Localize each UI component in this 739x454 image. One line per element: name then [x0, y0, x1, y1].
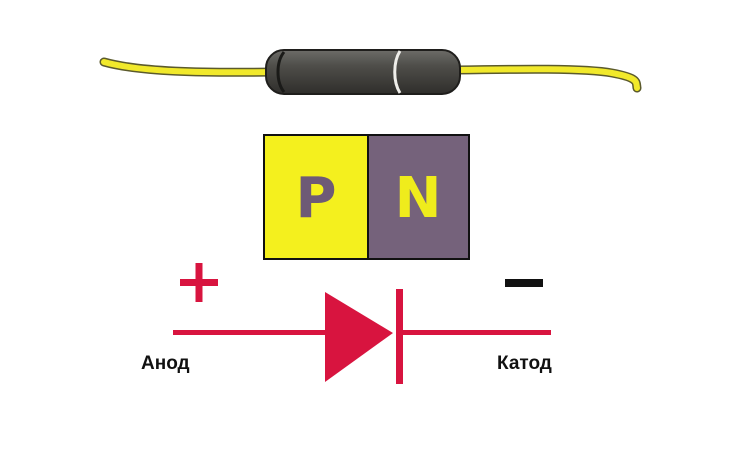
plus-sign	[180, 263, 218, 302]
minus-sign	[505, 279, 543, 287]
cathode-label: Катод	[497, 353, 552, 374]
cathode-band	[393, 50, 402, 94]
diode-symbol	[173, 289, 551, 384]
n-region-label: N	[395, 166, 442, 231]
left-lead-wire	[101, 59, 281, 76]
cathode-wire	[399, 330, 551, 335]
diode-triangle	[325, 292, 393, 382]
pn-junction: P N	[263, 134, 470, 260]
minus-label: –	[524, 299, 525, 301]
diode-body-left-cap	[276, 51, 286, 93]
right-lead-wire	[449, 66, 640, 91]
p-region	[263, 134, 369, 260]
p-region-label: P	[295, 166, 336, 231]
diode-body	[265, 49, 461, 95]
cathode-bar	[396, 289, 403, 384]
anode-wire	[173, 330, 325, 335]
n-region	[367, 134, 470, 260]
anode-label: Анод	[141, 353, 190, 374]
diode-component	[99, 49, 642, 95]
